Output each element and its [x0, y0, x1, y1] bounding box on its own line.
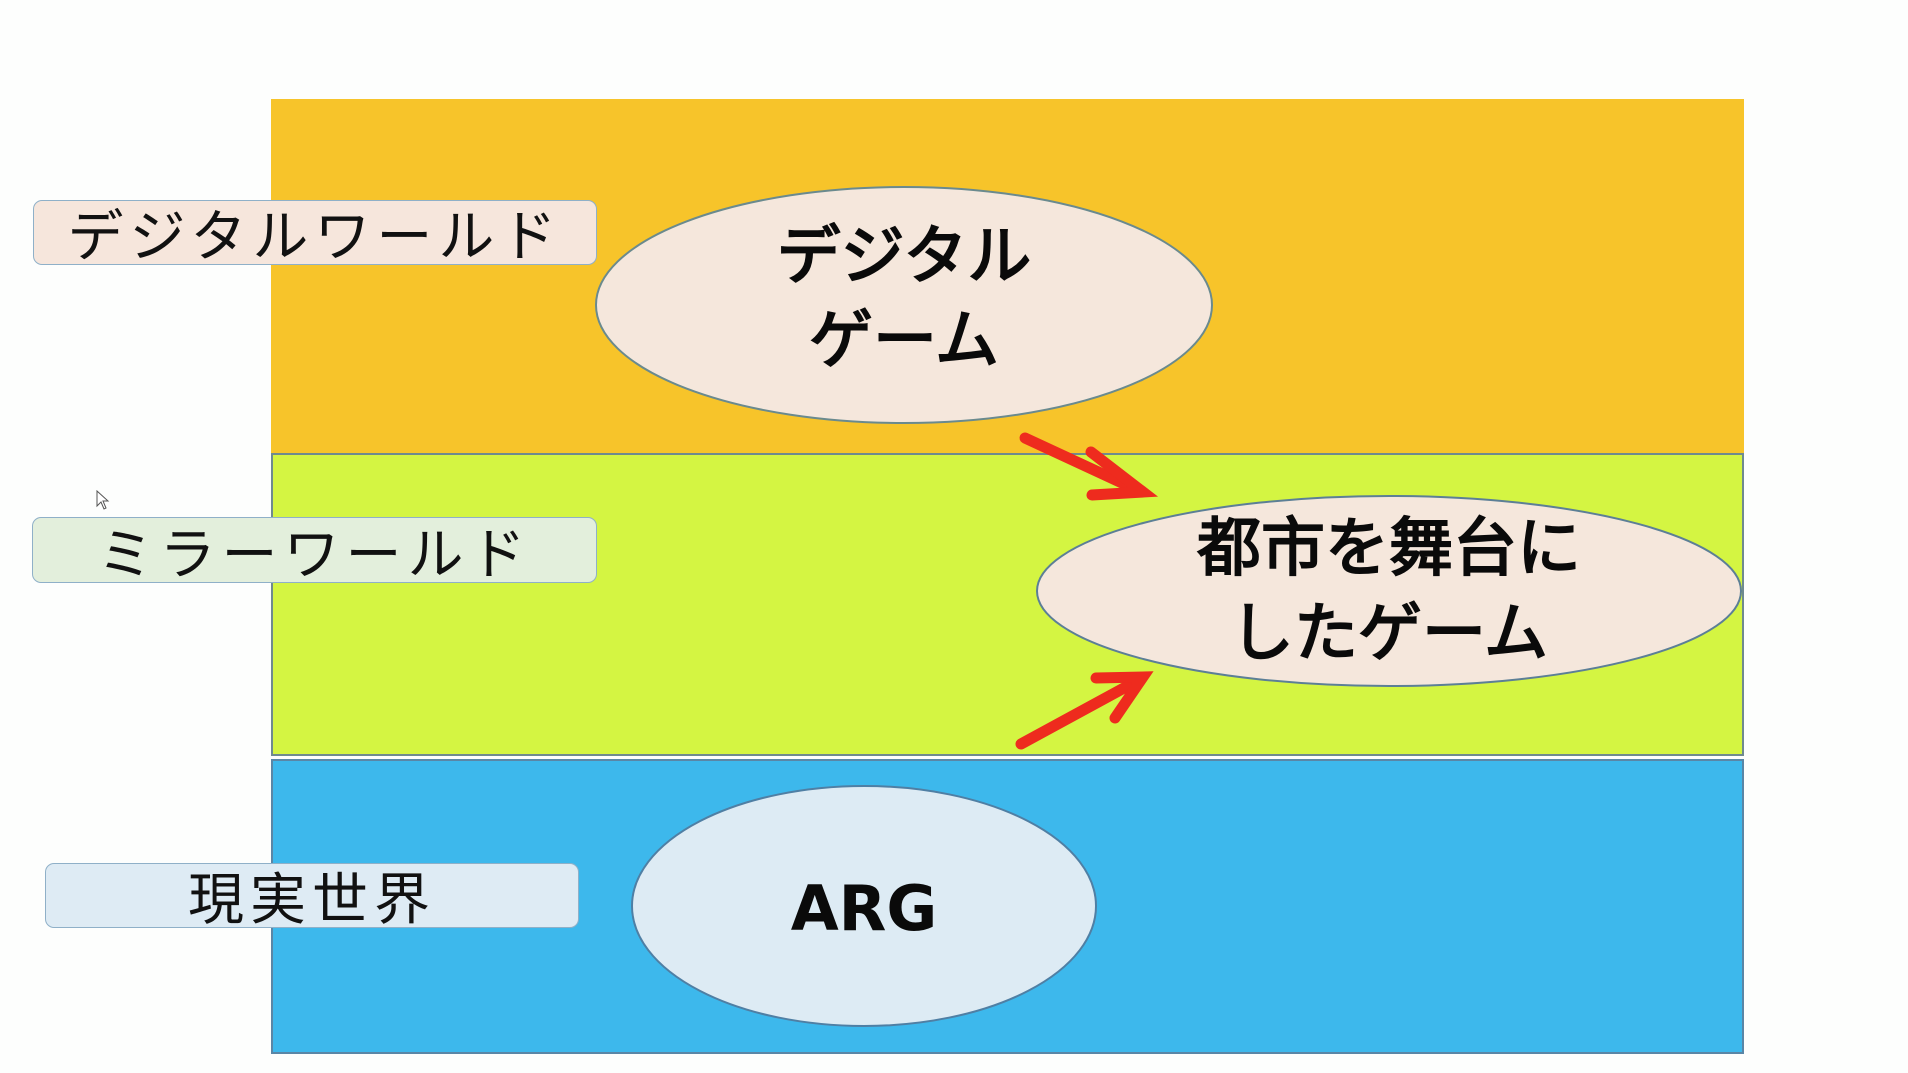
label-digital-world: デジタルワールド [33, 200, 597, 270]
node-digital-game: デジタル ゲーム [595, 186, 1213, 424]
node-digital-game-line2: ゲーム [809, 304, 999, 378]
node-city-game-line1: 都市を舞台に [1196, 512, 1581, 586]
ellipse-arg [631, 785, 1097, 1027]
arrow-arg-to-city [1015, 671, 1154, 750]
label-mirror-world: ミラーワールド [32, 517, 597, 588]
node-arg-label: ARG [791, 872, 938, 945]
ellipse-city-game [1036, 495, 1742, 687]
node-city-game-line2: したゲーム [1230, 597, 1548, 671]
arrow-digital-to-city [1019, 432, 1159, 501]
label-real-world: 現実世界 [45, 863, 579, 933]
ellipse-digital-game [595, 186, 1213, 424]
mouse-cursor-icon [96, 490, 110, 510]
node-city-game: 都市を舞台に したゲーム [1036, 495, 1742, 687]
node-arg: ARG [631, 785, 1097, 1027]
node-digital-game-line1: デジタル [777, 220, 1032, 294]
